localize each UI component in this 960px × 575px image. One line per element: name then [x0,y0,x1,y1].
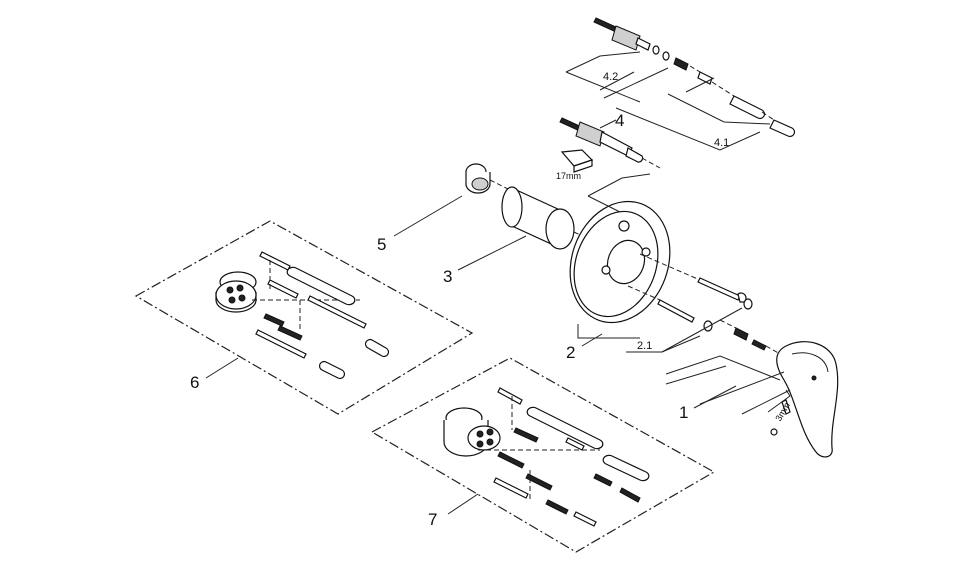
label-6: 6 [190,373,199,392]
kit-7-pins [478,387,650,527]
part-5-cap: 5 [377,163,511,254]
leader-2 [581,333,603,347]
part-3-sleeve: 3 [443,186,591,286]
part-4-cartridge: 17mm 4 [556,111,661,213]
label-4-2: 4.2 [603,71,618,83]
part-2-1-screws: 2.1 [626,253,753,353]
kit-6-outline [134,220,474,415]
label-5: 5 [377,235,386,254]
label-2-1: 2.1 [637,340,652,352]
part-1-handle: 3mm 1 [665,319,839,458]
label-3: 3 [443,267,452,286]
label-4-1: 4.1 [714,137,729,149]
label-7: 7 [428,510,437,529]
kit-7-cartridge [443,407,501,457]
kit-7-group: 7 [370,357,716,553]
label-1: 1 [679,403,688,422]
leader-3 [457,235,527,271]
label-4: 4 [615,111,624,130]
kit-6-cartridge [215,271,257,313]
leader-1 [693,385,737,409]
kit-6-group: 6 [134,220,474,415]
label-2: 2 [566,343,575,362]
leader-5 [393,195,463,237]
leader-6 [205,357,239,379]
label-17mm: 17mm [556,171,581,181]
leader-7 [447,493,479,515]
part-4-1-4-2-assembly: 4.2 4.1 [565,17,796,151]
kit-7-outline [370,357,716,553]
part-2-escutcheon: 2 [566,200,671,362]
kit-6-pins [252,251,390,380]
